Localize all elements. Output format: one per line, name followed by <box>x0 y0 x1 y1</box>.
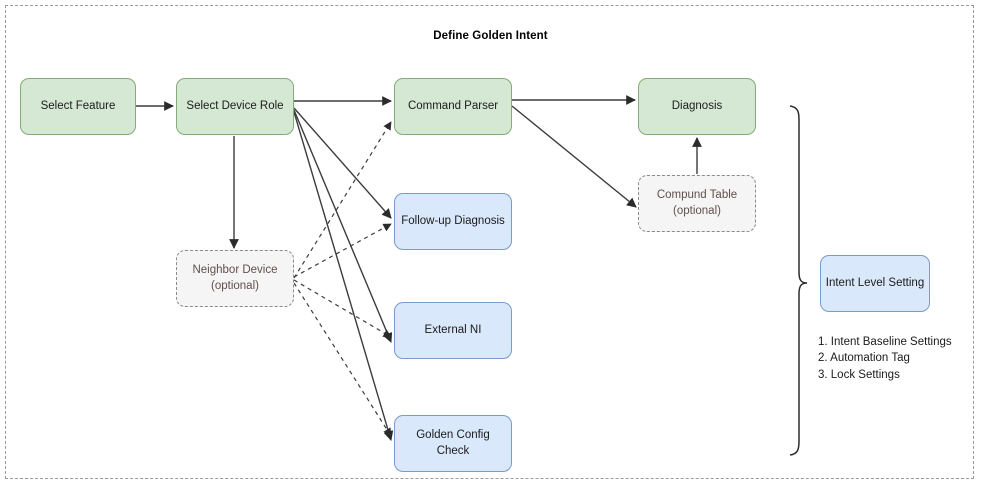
node-select-feature[interactable]: Select Feature <box>20 78 136 135</box>
node-compund-table-optional[interactable]: Compund Table (optional) <box>638 175 756 232</box>
node-golden-config-check[interactable]: Golden Config Check <box>394 415 512 472</box>
node-command-parser[interactable]: Command Parser <box>394 78 512 135</box>
node-intent-level-setting[interactable]: Intent Level Setting <box>820 255 930 312</box>
intent-settings-list: 1. Intent Baseline Settings 2. Automatio… <box>818 336 952 381</box>
node-select-device-role[interactable]: Select Device Role <box>176 78 294 135</box>
node-diagnosis[interactable]: Diagnosis <box>638 78 756 135</box>
node-neighbor-device-optional[interactable]: Neighbor Device (optional) <box>176 250 294 307</box>
node-external-ni[interactable]: External NI <box>394 302 512 359</box>
diagram-title: Define Golden Intent <box>433 30 548 42</box>
node-follow-up-diagnosis[interactable]: Follow-up Diagnosis <box>394 193 512 250</box>
diagram-outer-frame <box>5 5 974 479</box>
